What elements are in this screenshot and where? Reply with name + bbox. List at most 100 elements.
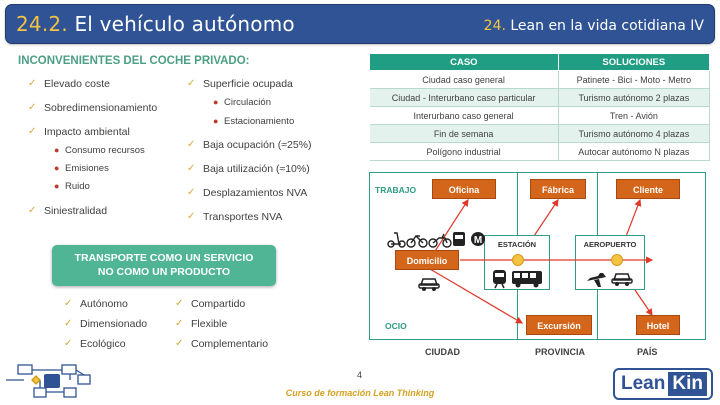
column-header-caso: CASO bbox=[369, 53, 559, 71]
bullet-icon: ● bbox=[213, 97, 219, 107]
scooter-icon bbox=[387, 232, 406, 248]
inconvenientes-col2: ✓Baja ocupación (≈25%) ✓Baja utilización… bbox=[187, 139, 312, 235]
table-cell: Patinete - Bici - Moto - Metro bbox=[558, 70, 711, 89]
benefits-col2: ✓Compartido ✓Flexible ✓Complementario bbox=[175, 298, 268, 358]
column-header-soluciones: SOLUCIONES bbox=[557, 53, 711, 71]
check-icon: ✓ bbox=[28, 205, 37, 216]
table-cell: Interurbano caso general bbox=[369, 106, 559, 125]
table-cell: Polígono industrial bbox=[369, 142, 559, 161]
list-item: ✓Autónomo bbox=[64, 298, 128, 310]
table-cell: Turismo autónomo 4 plazas bbox=[558, 124, 711, 143]
zone-label-ocio: OCIO bbox=[385, 321, 407, 331]
list-item: ✓Baja ocupación (≈25%) bbox=[187, 139, 312, 151]
list-item: ✓Dimensionado bbox=[64, 318, 148, 330]
list-item: ✓Compartido bbox=[175, 298, 246, 310]
check-icon: ✓ bbox=[187, 187, 196, 198]
banner-line-1: TRANSPORTE COMO UN SERVICIO bbox=[74, 252, 254, 264]
car-icon bbox=[418, 278, 440, 291]
metro-icon: M bbox=[471, 232, 485, 246]
tram-icon bbox=[453, 232, 465, 246]
list-item: ●Estacionamiento bbox=[213, 116, 295, 127]
train-icon bbox=[493, 270, 506, 289]
bicycle-icon bbox=[406, 234, 428, 248]
plane-car-icons bbox=[587, 273, 633, 287]
check-icon: ✓ bbox=[175, 298, 184, 309]
list-item: ●Emisiones bbox=[54, 163, 109, 174]
impacto-sublist: ●Consumo recursos ●Emisiones ●Ruido bbox=[54, 145, 145, 199]
logo-kin: Kin bbox=[668, 372, 707, 396]
list-item: ✓Flexible bbox=[175, 318, 228, 330]
list-item: ✓Superficie ocupada bbox=[187, 78, 293, 90]
section-title-text: Lean en la vida cotidiana IV bbox=[510, 18, 704, 34]
table-cell: Autocar autónomo N plazas bbox=[558, 142, 711, 161]
list-item: ✓Desplazamientos NVA bbox=[187, 187, 308, 199]
slide-number: 24.2. bbox=[16, 12, 68, 36]
list-item: ●Circulación bbox=[213, 97, 271, 108]
table-cell: Ciudad caso general bbox=[369, 70, 559, 89]
oficina-box: Oficina bbox=[432, 179, 496, 199]
bullet-icon: ● bbox=[213, 116, 219, 126]
table-cell: Ciudad - Interurbano caso particular bbox=[369, 88, 559, 107]
bullet-icon: ● bbox=[54, 181, 60, 191]
list-item: ✓Transportes NVA bbox=[187, 211, 283, 223]
check-icon: ✓ bbox=[175, 318, 184, 329]
transporte-servicio-banner: TRANSPORTE COMO UN SERVICIO NO COMO UN P… bbox=[52, 245, 276, 286]
motorbike-icon bbox=[428, 233, 452, 248]
list-item: ✓Siniestralidad bbox=[28, 205, 108, 217]
check-icon: ✓ bbox=[187, 78, 196, 89]
fabrica-box: Fábrica bbox=[530, 179, 586, 199]
slide-title-text: El vehículo autónomo bbox=[74, 12, 295, 36]
check-icon: ✓ bbox=[28, 126, 37, 137]
logo-lean: Lean bbox=[621, 373, 666, 394]
process-flow-logo-icon bbox=[6, 364, 91, 398]
table-cell: Turismo autónomo 2 plazas bbox=[558, 88, 711, 107]
check-icon: ✓ bbox=[28, 78, 37, 89]
section-title: 24. Lean en la vida cotidiana IV bbox=[484, 18, 704, 34]
arrow-domicilio-excursion bbox=[429, 268, 524, 324]
cliente-box: Cliente bbox=[616, 179, 680, 199]
zone-label-trabajo: TRABAJO bbox=[375, 185, 417, 195]
bullet-icon: ● bbox=[54, 163, 60, 173]
train-bus-icons bbox=[493, 270, 542, 289]
arrow-domicilio-oficina bbox=[429, 198, 469, 260]
estacion-label: ESTACIÓN bbox=[497, 240, 537, 249]
slide-title: 24.2. El vehículo autónomo bbox=[16, 12, 295, 36]
mobility-diagram: TRABAJO OCIO Oficina Fábrica Cliente Dom… bbox=[369, 172, 706, 340]
section-number: 24. bbox=[483, 18, 506, 34]
zone-label-provincia: PROVINCIA bbox=[535, 347, 586, 357]
check-icon: ✓ bbox=[187, 139, 196, 150]
bullet-icon: ● bbox=[54, 145, 60, 155]
hotel-box: Hotel bbox=[636, 315, 680, 335]
slide-header: 24.2. El vehículo autónomo 24. Lean en l… bbox=[5, 4, 715, 44]
list-item: ✓Ecológico bbox=[64, 338, 126, 350]
inconvenientes-col1: ✓Elevado coste ✓Sobredimensionamiento ✓I… bbox=[28, 78, 158, 144]
table-cell: Tren - Avión bbox=[558, 106, 711, 125]
check-icon: ✓ bbox=[64, 338, 73, 349]
zone-label-pais: PAÍS bbox=[637, 347, 658, 357]
list-item: ●Consumo recursos bbox=[54, 145, 145, 156]
aeropuerto-label: AEROPUERTO bbox=[583, 240, 637, 249]
list-item: ●Ruido bbox=[54, 181, 90, 192]
banner-line-2: NO COMO UN PRODUCTO bbox=[97, 266, 231, 278]
course-footer: Curso de formación Lean Thinking bbox=[285, 388, 435, 398]
list-item: ✓Elevado coste bbox=[28, 78, 110, 90]
domicilio-box: Domicilio bbox=[395, 250, 459, 270]
excursion-box: Excursión bbox=[526, 315, 592, 335]
check-icon: ✓ bbox=[187, 163, 196, 174]
zone-label-ciudad: CIUDAD bbox=[425, 347, 460, 357]
bus-icon bbox=[512, 271, 542, 288]
city-vehicle-icons: M bbox=[387, 232, 485, 248]
aeropuerto-box: AEROPUERTO bbox=[575, 235, 645, 290]
inconvenientes-col1-last: ✓Siniestralidad bbox=[28, 205, 108, 217]
airplane-icon bbox=[587, 273, 606, 287]
list-item: ✓Sobredimensionamiento bbox=[28, 102, 158, 114]
car-small-icon bbox=[611, 273, 633, 286]
inconvenientes-title: INCONVENIENTES DEL COCHE PRIVADO: bbox=[18, 55, 250, 67]
